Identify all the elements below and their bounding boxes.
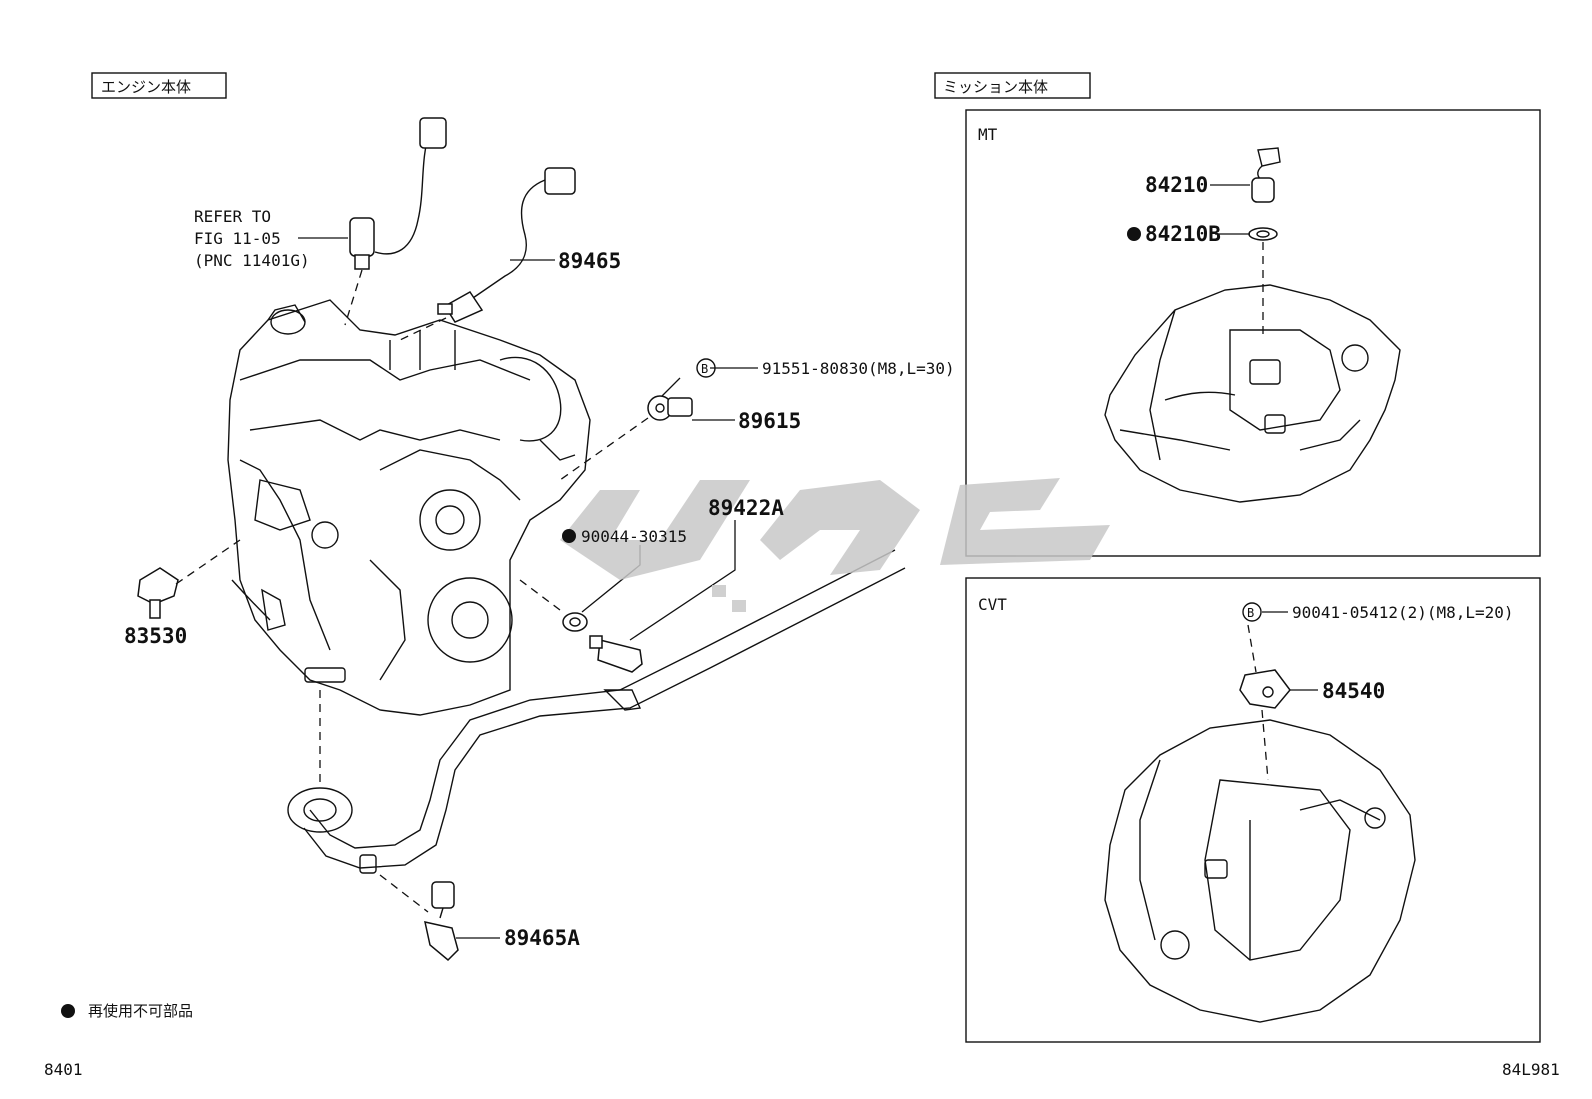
refer-line1: REFER TO bbox=[194, 207, 271, 226]
bolt-b1-spec: 91551-80830(M8,L=30) bbox=[762, 359, 955, 378]
non-reusable-dot bbox=[562, 529, 576, 543]
dash-bolt2 bbox=[1247, 624, 1257, 673]
o2-sensor-89465-drawing bbox=[437, 167, 576, 323]
engine-section-header: エンジン本体 bbox=[91, 72, 227, 99]
dash-89465a bbox=[379, 874, 429, 913]
temp-sensor-89422a-drawing bbox=[562, 612, 643, 673]
gasket-90044: 90044-30315 bbox=[562, 527, 687, 546]
mt-switch-84210-drawing bbox=[1248, 147, 1281, 241]
dash-refer bbox=[344, 269, 363, 326]
part-89422a: 89422A bbox=[708, 496, 784, 520]
dash-89615 bbox=[559, 417, 649, 481]
dash-84540 bbox=[1261, 709, 1269, 781]
bolt-b2-marker: B bbox=[1247, 606, 1254, 620]
refer-sensor-drawing bbox=[349, 117, 447, 270]
legend-dot bbox=[61, 1004, 75, 1018]
bolt-b2: B 90041-05412(2)(M8,L=20) bbox=[1242, 602, 1514, 622]
part-84210: 84210 bbox=[1145, 173, 1208, 197]
legend: 再使用不可部品 bbox=[61, 1002, 193, 1020]
cvt-sensor-84540-drawing bbox=[1239, 669, 1291, 709]
watermark-logo bbox=[560, 478, 1110, 612]
part-89615: 89615 bbox=[738, 409, 801, 433]
cvt-label: CVT bbox=[978, 595, 1007, 614]
cvt-transmission-drawing bbox=[1104, 719, 1416, 1023]
footer-left-code: 8401 bbox=[44, 1060, 83, 1079]
non-reusable-dot bbox=[1127, 227, 1141, 241]
bolt-b2-spec: 90041-05412(2)(M8,L=20) bbox=[1292, 603, 1514, 622]
part-89465: 89465 bbox=[558, 249, 621, 273]
o2-sensor-89465a-drawing bbox=[424, 881, 459, 962]
part-84210b: 84210B bbox=[1145, 222, 1221, 246]
dash-83530 bbox=[175, 539, 241, 585]
mission-section-label: ミッション本体 bbox=[943, 78, 1048, 96]
part-84210b-group: 84210B bbox=[1127, 222, 1221, 246]
bolt-b1-marker: B bbox=[701, 362, 708, 376]
dash-89465 bbox=[399, 317, 447, 341]
cvt-panel bbox=[965, 577, 1541, 1043]
oil-pressure-switch-83530-drawing bbox=[137, 567, 179, 619]
mission-section-header: ミッション本体 bbox=[934, 72, 1091, 99]
mt-transmission-drawing bbox=[1104, 284, 1401, 503]
leader-bolt1-stub bbox=[661, 377, 681, 397]
knock-sensor-89615-drawing bbox=[647, 395, 693, 421]
bolt-b1: B 91551-80830(M8,L=30) bbox=[696, 358, 955, 378]
mt-panel bbox=[965, 109, 1541, 557]
engine-block-drawing bbox=[227, 299, 591, 716]
engine-section-label: エンジン本体 bbox=[101, 78, 191, 96]
refer-line2: FIG 11-05 bbox=[194, 229, 281, 248]
gasket-spec: 90044-30315 bbox=[581, 527, 687, 546]
footer-right-code: 84L981 bbox=[1502, 1060, 1560, 1079]
exhaust-pipe-drawing bbox=[287, 549, 906, 874]
dash-89422a bbox=[519, 579, 561, 611]
refer-line3: (PNC 11401G) bbox=[194, 251, 310, 270]
part-83530: 83530 bbox=[124, 624, 187, 648]
part-84540: 84540 bbox=[1322, 679, 1385, 703]
legend-text: 再使用不可部品 bbox=[88, 1002, 193, 1020]
leader-89422a bbox=[629, 520, 736, 641]
mt-label: MT bbox=[978, 125, 998, 144]
part-89465a: 89465A bbox=[504, 926, 580, 950]
